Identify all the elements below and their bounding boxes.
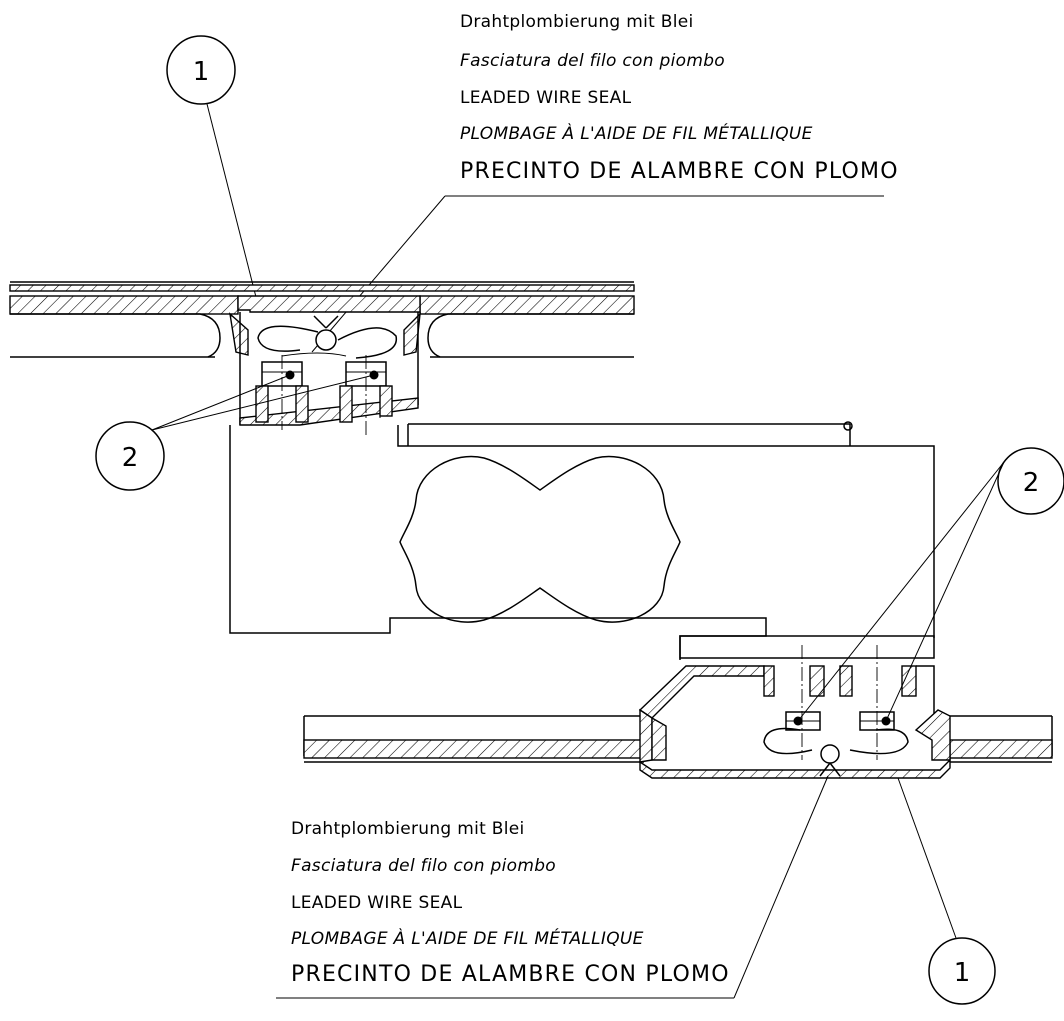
bottom-note-french: PLOMBAGE À L'AIDE DE FIL MÉTALLIQUE	[291, 927, 644, 949]
right-balloon-2: 2	[797, 447, 1064, 722]
bottom-note-italian: Fasciatura del filo con piombo	[291, 856, 556, 876]
right-balloon-2-leader-b	[885, 461, 1005, 722]
bottom-seal-wire-left	[763, 727, 813, 755]
bottom-seal-box-top-left	[638, 665, 765, 719]
right-balloon-2-label: 2	[1023, 468, 1040, 498]
load-cell-bending-hole	[399, 455, 681, 623]
top-note-german: Drahtplombierung mit Blei	[460, 12, 694, 32]
bottom-seal-box	[638, 635, 951, 779]
bottom-right-plate	[949, 739, 1053, 759]
top-seal-wire-left	[257, 325, 319, 352]
load-cell	[229, 421, 935, 660]
top-balloon-1-circle	[166, 35, 236, 105]
bottom-lead-seal	[820, 744, 840, 764]
top-seal-box	[229, 295, 421, 438]
right-balloon-2-circle	[997, 447, 1064, 515]
bottom-balloon-1-label: 1	[954, 958, 971, 988]
right-balloon-2-leader-a	[797, 461, 1005, 722]
load-cell-outline	[229, 425, 767, 660]
top-balloon-2-leader-a	[151, 374, 291, 431]
bottom-balloon-1-circle	[928, 937, 996, 1005]
top-note-english: LEADED WIRE SEAL	[460, 88, 632, 108]
top-balloon-2: 2	[95, 374, 375, 491]
top-cover-plate	[9, 284, 635, 292]
top-lead-seal	[315, 329, 337, 351]
bottom-platform	[303, 715, 1053, 763]
bottom-seal-wire-right	[849, 728, 909, 755]
top-platform	[9, 281, 635, 358]
top-balloon-2-leader-b	[151, 374, 375, 431]
load-cell-top-edge	[397, 425, 935, 638]
top-right-plate	[419, 295, 635, 315]
bottom-balloon-1-leader	[897, 777, 957, 939]
bottom-note-spanish: PRECINTO DE ALAMBRE CON PLOMO	[291, 962, 730, 987]
bottom-note-english: LEADED WIRE SEAL	[291, 893, 463, 913]
bottom-balloon-1: 1	[897, 777, 996, 1005]
bottom-mount-block	[679, 635, 935, 659]
bottom-seal-box-right-wall	[914, 709, 951, 761]
top-seal-wire-right	[337, 327, 397, 359]
bottom-seal-note: Drahtplombierung mit Blei Fasciatura del…	[276, 775, 829, 999]
top-seal-box-left-wall	[229, 312, 249, 356]
top-seal-box-lid	[237, 295, 421, 313]
top-note-italian: Fasciatura del filo con piombo	[460, 51, 725, 71]
top-note-spanish: PRECINTO DE ALAMBRE CON PLOMO	[460, 159, 899, 184]
bottom-note-german: Drahtplombierung mit Blei	[291, 819, 525, 839]
bottom-note-leader	[733, 775, 829, 999]
top-seal-note: Drahtplombierung mit Blei Fasciatura del…	[311, 12, 899, 353]
top-note-french: PLOMBAGE À L'AIDE DE FIL MÉTALLIQUE	[460, 122, 813, 144]
top-note-leader	[311, 195, 446, 353]
top-balloon-2-circle	[95, 421, 165, 491]
bottom-left-plate	[303, 739, 649, 759]
top-balloon-1-label: 1	[193, 57, 210, 87]
top-left-plate	[9, 295, 239, 315]
bottom-seal-box-floor	[639, 758, 951, 779]
top-balloon-1: 1	[166, 35, 259, 306]
top-balloon-2-label: 2	[122, 443, 139, 473]
top-balloon-1-leader	[206, 103, 259, 306]
